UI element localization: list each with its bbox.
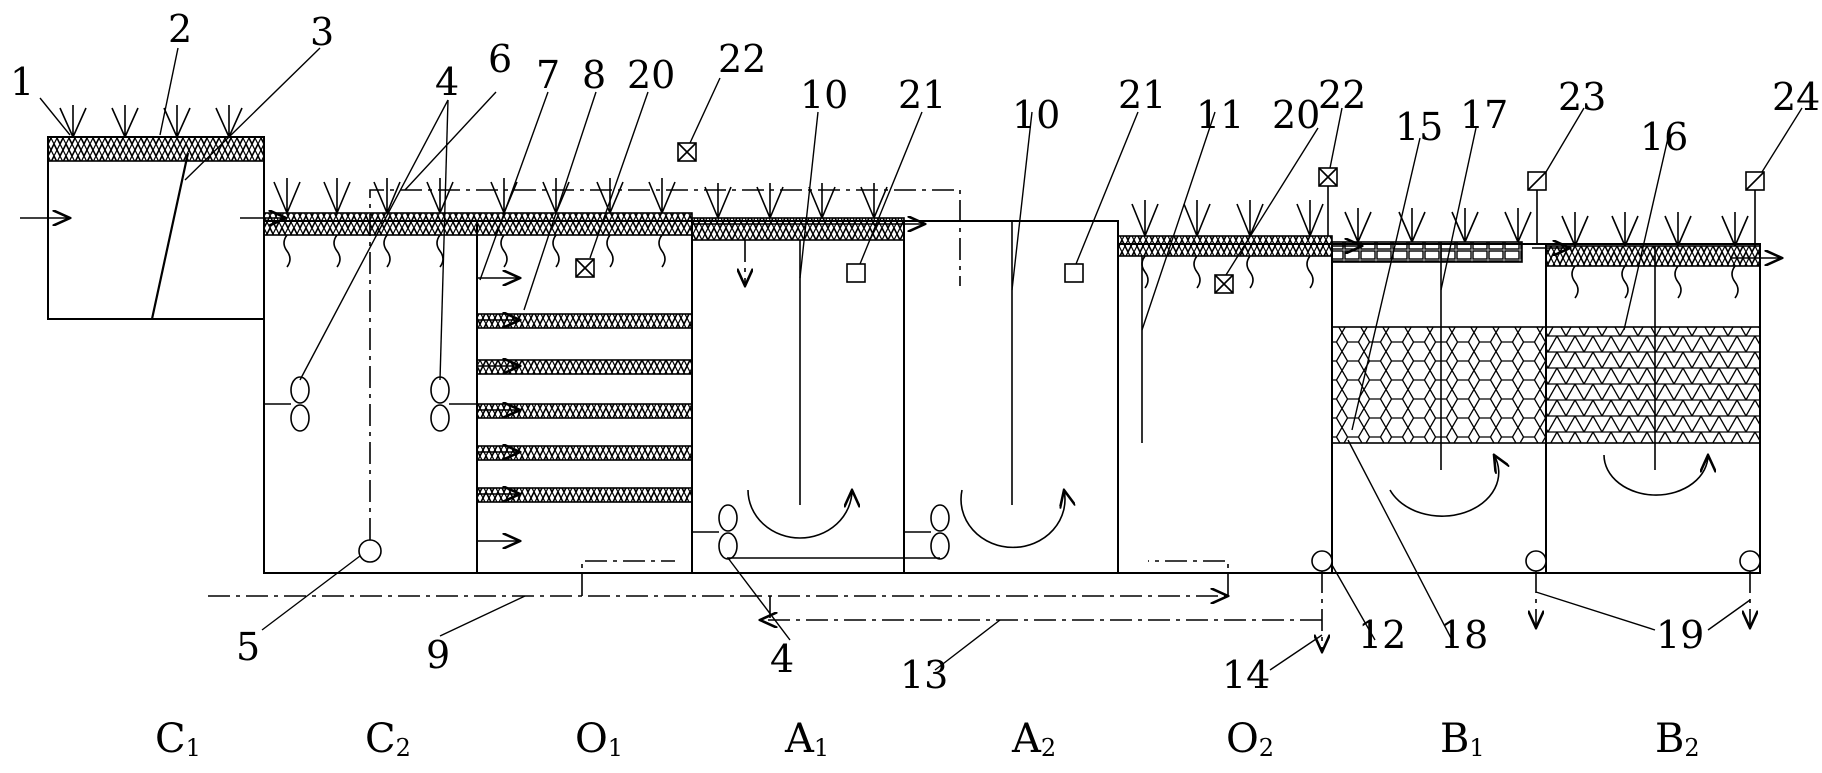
callout-22: 22 xyxy=(718,37,766,81)
callout-2: 2 xyxy=(168,7,192,51)
zone-b2: B2 xyxy=(1655,716,1700,762)
callout-21b: 21 xyxy=(1118,73,1166,117)
callout-23: 23 xyxy=(1558,75,1606,119)
callout-4b: 4 xyxy=(770,637,794,681)
zone-c2: C2 xyxy=(365,716,411,762)
callout-22b: 22 xyxy=(1318,73,1366,117)
callout-numbers: 1 2 3 4 6 7 8 20 22 10 21 10 21 11 20 22… xyxy=(10,7,1820,697)
zone-o1: O1 xyxy=(575,716,623,762)
internal-structures xyxy=(150,152,1708,549)
zone-o2: O2 xyxy=(1226,716,1274,762)
callout-17: 17 xyxy=(1460,93,1508,137)
screen-3 xyxy=(150,152,190,320)
tri-media-16 xyxy=(1545,326,1761,444)
callout-12: 12 xyxy=(1358,613,1406,657)
circulation-a2 xyxy=(960,490,1065,549)
callout-10: 10 xyxy=(800,73,848,117)
filter-media xyxy=(1331,326,1761,444)
sensors xyxy=(575,142,1765,294)
callout-16: 16 xyxy=(1640,115,1688,159)
callout-3: 3 xyxy=(310,10,334,54)
callout-20: 20 xyxy=(627,53,675,97)
circulation-a1 xyxy=(747,490,852,539)
zone-a1: A1 xyxy=(784,716,829,762)
callout-1: 1 xyxy=(10,60,34,104)
callout-9: 9 xyxy=(426,633,450,677)
callout-6: 6 xyxy=(488,37,512,81)
zone-c1: C1 xyxy=(155,716,201,762)
leader-lines xyxy=(39,47,1803,671)
callout-13: 13 xyxy=(900,653,948,697)
flow-arrows xyxy=(20,218,1782,541)
callout-4: 4 xyxy=(435,60,459,104)
callout-14: 14 xyxy=(1222,653,1270,697)
circulation-b2 xyxy=(1603,455,1708,496)
mixers xyxy=(264,376,950,560)
callout-11: 11 xyxy=(1196,93,1244,137)
biofilm-plates xyxy=(476,313,693,503)
circulation-b1 xyxy=(1389,455,1499,517)
callout-20b: 20 xyxy=(1272,93,1320,137)
zone-labels: C1 C2 O1 A1 A2 O2 B1 B2 xyxy=(155,716,1700,762)
tank-c1 xyxy=(47,136,265,320)
hex-media-15 xyxy=(1331,326,1547,444)
callout-19: 19 xyxy=(1656,613,1704,657)
callout-7: 7 xyxy=(536,53,560,97)
callout-5: 5 xyxy=(236,625,260,669)
callout-18: 18 xyxy=(1440,613,1488,657)
pumps xyxy=(358,539,1761,572)
zone-b1: B1 xyxy=(1440,716,1485,762)
callout-24: 24 xyxy=(1772,75,1820,119)
zone-a2: A2 xyxy=(1011,716,1056,762)
callout-10b: 10 xyxy=(1012,93,1060,137)
callout-8: 8 xyxy=(582,53,606,97)
callout-21: 21 xyxy=(898,73,946,117)
dashed-piping xyxy=(208,189,1750,652)
callout-15: 15 xyxy=(1395,105,1443,149)
